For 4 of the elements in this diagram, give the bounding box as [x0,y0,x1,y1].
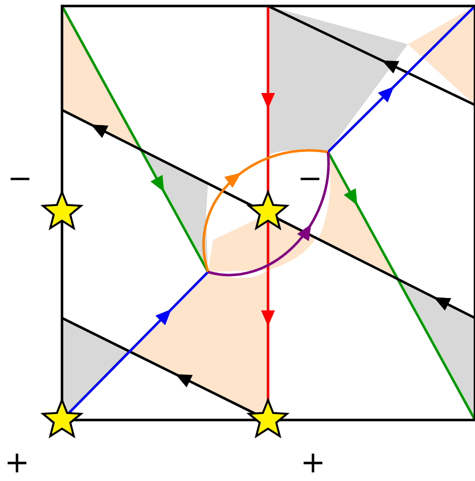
sign-label: + [8,454,26,472]
sign-label: + [304,454,322,472]
sign-label: − [10,178,30,180]
sign-label: − [300,178,320,180]
